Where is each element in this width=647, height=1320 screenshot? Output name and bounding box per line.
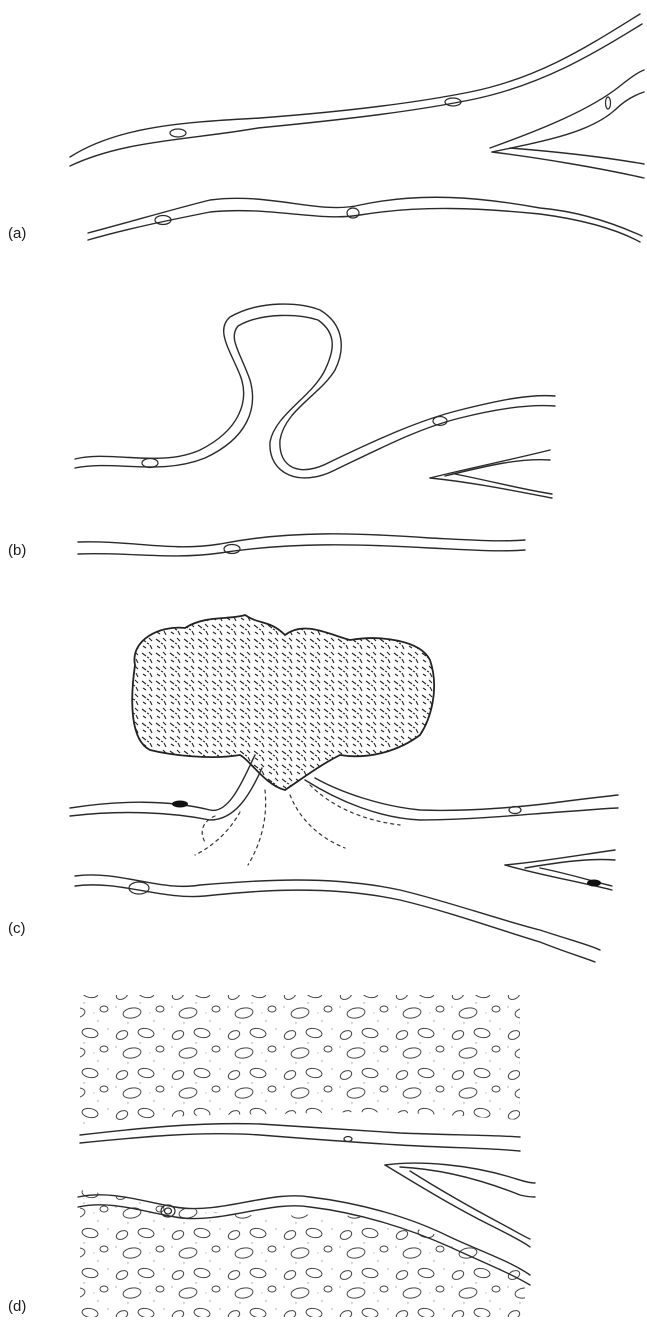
vessel-branch	[385, 1163, 535, 1183]
vessel-straight-inner	[78, 545, 525, 556]
vessel-lower	[75, 875, 600, 950]
endothelial-nucleus	[129, 882, 149, 894]
panel-label-a: (a)	[8, 225, 26, 242]
vessel-upper-left	[70, 755, 255, 810]
endothelial-nucleus	[170, 129, 186, 137]
panel-b-drawing	[0, 290, 647, 580]
vessel-branch	[490, 70, 644, 148]
vessel-branch-inner	[400, 1167, 535, 1197]
vessel-branch-lower-inner	[410, 1171, 530, 1239]
vessel-branch-lower-inner	[455, 474, 552, 494]
endothelial-nucleus	[142, 459, 158, 468]
vessel-branch-inner	[492, 92, 644, 152]
vessel-wall-upper	[70, 14, 640, 157]
panel-b: (b)	[0, 290, 647, 580]
vessel-upper-inner	[80, 1134, 520, 1151]
vessel-branch-lower-inner	[540, 868, 612, 886]
vessel-wall-lower-inner	[88, 208, 640, 242]
vessel-wall-upper-inner	[70, 24, 642, 166]
panel-label-d: (d)	[8, 1298, 26, 1315]
panel-label-c: (c)	[8, 920, 26, 937]
vessel-loop-wall-inner	[75, 315, 555, 478]
panel-d-drawing	[0, 985, 647, 1320]
endothelial-nucleus	[344, 1137, 352, 1142]
panel-a: (a)	[0, 0, 647, 290]
vessel-branch-lower-inner	[510, 148, 644, 164]
sprout-dashes	[248, 790, 266, 865]
panel-c-drawing	[0, 580, 647, 985]
tissue-lower	[80, 1190, 525, 1317]
vessel-upper	[80, 1124, 520, 1137]
panel-a-drawing	[0, 0, 647, 290]
cellular-mass	[132, 615, 434, 790]
vessel-upper-left-inner	[70, 768, 262, 820]
vessel-loop-wall	[75, 304, 555, 470]
dark-nucleus	[172, 801, 188, 808]
panel-d: (d)	[0, 985, 647, 1320]
vessel-branch-lower	[492, 152, 644, 178]
vessel-branch	[430, 450, 550, 478]
panel-c: (c)	[0, 580, 647, 985]
vessel-upper-right	[315, 778, 618, 810]
endothelial-nucleus	[606, 97, 611, 109]
tissue-upper	[80, 995, 520, 1125]
panel-label-b: (b)	[8, 542, 26, 559]
sprout-dashes	[290, 795, 345, 848]
endothelial-nucleus	[224, 545, 240, 554]
dark-nucleus	[587, 880, 601, 887]
